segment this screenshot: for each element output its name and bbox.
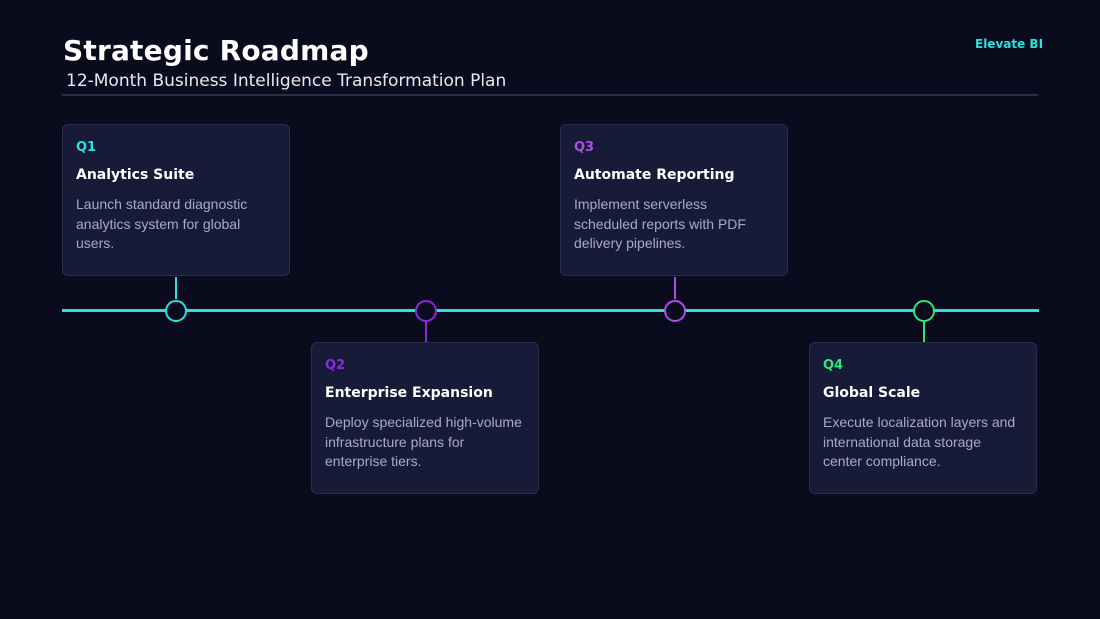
milestone-card-q3: Q3 Automate Reporting Implement serverle… <box>560 124 788 276</box>
milestone-marker-q3 <box>664 300 686 322</box>
milestone-card-q1: Q1 Analytics Suite Launch standard diagn… <box>62 124 290 276</box>
milestone-quarter: Q3 <box>574 140 595 155</box>
milestone-title: Global Scale <box>823 385 921 401</box>
milestone-marker-q4 <box>913 300 935 322</box>
timeline-line <box>62 309 1039 312</box>
page-subtitle: 12-Month Business Intelligence Transform… <box>66 71 507 91</box>
milestone-marker-q2 <box>415 300 437 322</box>
milestone-connector-q3 <box>674 277 676 299</box>
milestone-quarter: Q2 <box>325 358 346 373</box>
milestone-card-q2: Q2 Enterprise Expansion Deploy specializ… <box>311 342 539 494</box>
milestone-title: Analytics Suite <box>76 167 195 183</box>
milestone-description: Launch standard diagnostic analytics sys… <box>76 196 248 251</box>
milestone-description: Execute localization layers and internat… <box>823 414 1016 469</box>
brand-logo: Elevate BI <box>975 37 1044 51</box>
milestone-connector-q2 <box>425 322 427 343</box>
milestone-description: Deploy specialized high-volume infrastru… <box>325 414 522 469</box>
milestone-card-q4: Q4 Global Scale Execute localization lay… <box>809 342 1037 494</box>
milestone-title: Enterprise Expansion <box>325 385 493 401</box>
milestone-title: Automate Reporting <box>574 167 735 183</box>
page-title: Strategic Roadmap <box>63 34 369 67</box>
milestone-connector-q1 <box>175 277 177 299</box>
milestone-description: Implement serverless scheduled reports w… <box>574 196 746 251</box>
milestone-quarter: Q1 <box>76 140 97 155</box>
milestone-quarter: Q4 <box>823 358 844 373</box>
milestone-marker-q1 <box>165 300 187 322</box>
milestone-connector-q4 <box>923 322 925 343</box>
header-divider <box>62 94 1038 96</box>
